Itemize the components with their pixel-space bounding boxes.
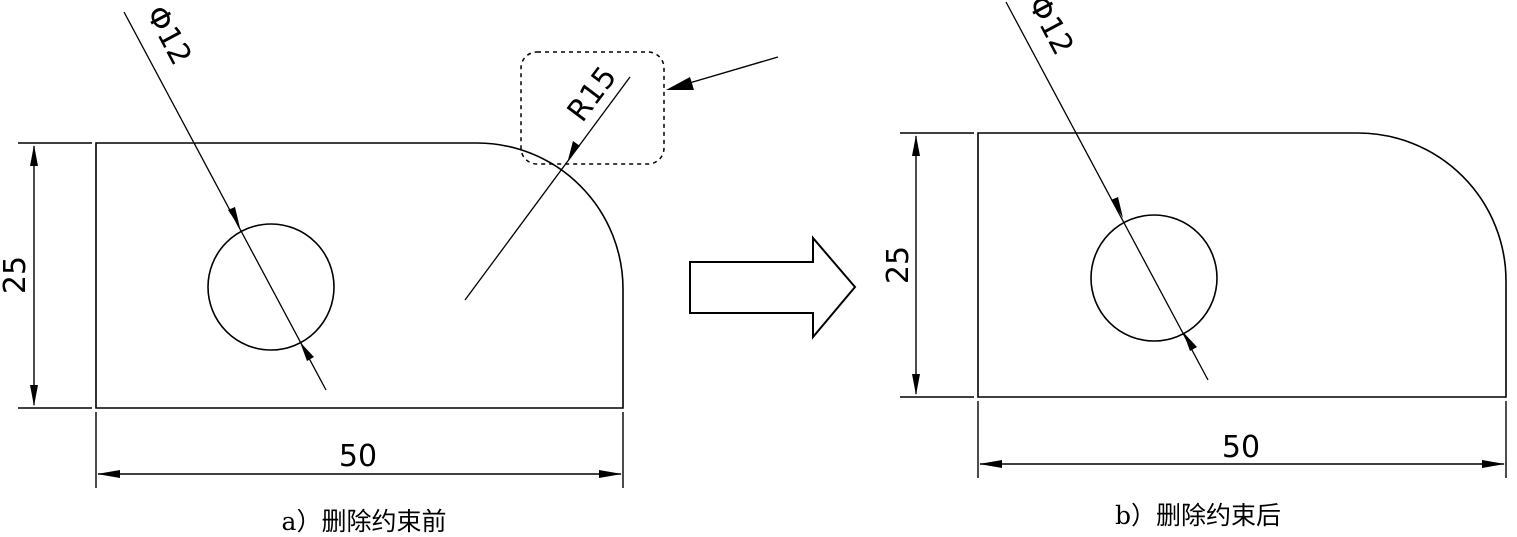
caption-a: a）删除约束前 (282, 507, 447, 536)
radius-label-a: R15 (561, 60, 624, 128)
part-outline-b (977, 132, 1507, 398)
width-label-a: 50 (339, 439, 377, 474)
height-label-b: 25 (881, 246, 916, 284)
diameter-label-a: Φ12 (138, 0, 198, 71)
diameter-dimension-a: Φ12 (123, 0, 327, 391)
callout-box (520, 51, 665, 165)
diameter-label-b: Φ12 (1020, 0, 1080, 61)
height-dimension-b: 25 (881, 132, 974, 398)
height-dimension-a: 25 (0, 142, 92, 409)
diameter-dimension-b: Φ12 (1005, 0, 1209, 381)
width-label-b: 50 (1222, 430, 1260, 465)
radius-dimension-a: R15 (464, 60, 631, 301)
part-outline-a (95, 142, 624, 409)
panel-b: 25 50 Φ12 b）删除约束后 (881, 0, 1507, 530)
panel-a: 25 50 Φ12 R15 (0, 0, 779, 536)
transition-arrow-icon (689, 235, 857, 340)
height-label-a: 25 (0, 256, 33, 294)
pointer-arrow (666, 56, 779, 90)
width-dimension-a: 50 (95, 412, 624, 488)
hole-b (1090, 214, 1218, 342)
hole-a (207, 223, 335, 351)
caption-b: b）删除约束后 (1115, 501, 1281, 530)
width-dimension-b: 50 (977, 401, 1507, 478)
